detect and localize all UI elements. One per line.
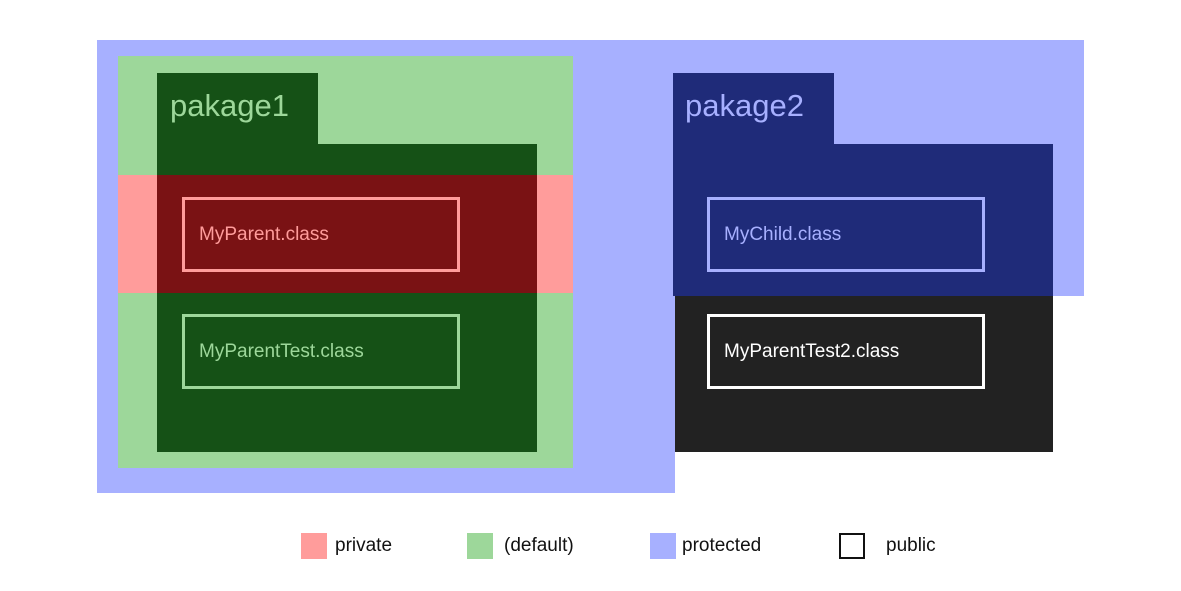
- package2-public-area: [675, 296, 1053, 452]
- legend-label-private: private: [335, 535, 393, 556]
- legend-label-public: public: [886, 535, 936, 556]
- legend-swatch-private: [301, 533, 327, 559]
- package2-folder-tab: [673, 73, 834, 145]
- class-label: MyParentTest2.class: [724, 340, 900, 362]
- package1-title: pakage1: [170, 88, 289, 123]
- class-box-myparenttest2: MyParentTest2.class: [707, 314, 985, 389]
- class-label: MyParent.class: [199, 223, 329, 245]
- class-label: MyChild.class: [724, 223, 842, 245]
- package1-private-band: [157, 175, 537, 293]
- legend-label-protected: protected: [682, 535, 762, 556]
- legend-label-default: (default): [504, 535, 574, 556]
- legend-swatch-default: [467, 533, 493, 559]
- legend-swatch-protected: [650, 533, 676, 559]
- class-box-mychild: MyChild.class: [707, 197, 985, 272]
- class-label: MyParentTest.class: [199, 340, 364, 362]
- package1-folder-tab: [157, 73, 318, 145]
- package2-title: pakage2: [685, 88, 804, 123]
- class-box-myparenttest: MyParentTest.class: [182, 314, 460, 389]
- class-box-myparent: MyParent.class: [182, 197, 460, 272]
- legend-swatch-public: [839, 533, 865, 559]
